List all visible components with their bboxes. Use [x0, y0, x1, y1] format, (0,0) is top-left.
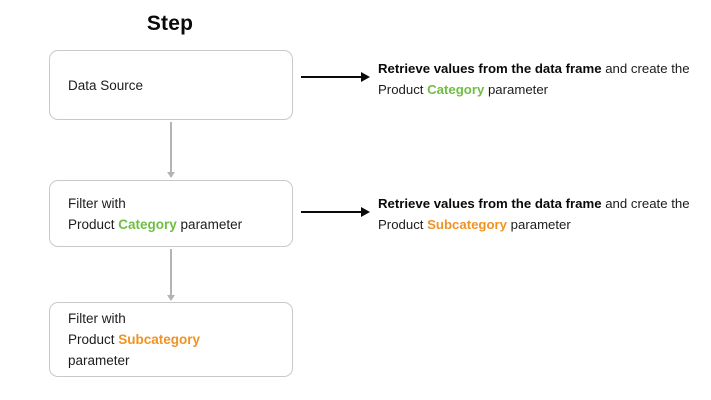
box-line: Product Category parameter — [50, 214, 292, 235]
flow-box-data-source[interactable]: Data Source — [49, 50, 293, 120]
box-line: Filter with — [50, 308, 292, 329]
flow-box-filter-category[interactable]: Filter with Product Category parameter — [49, 180, 293, 247]
box-line: Product Subcategory — [50, 329, 292, 350]
keyword-category: Category — [427, 82, 485, 97]
annotation-tail: parameter — [507, 217, 571, 232]
annotation-mid: and create the Product — [378, 61, 690, 97]
connector-line — [170, 122, 172, 172]
arrow-right-1 — [301, 71, 372, 83]
annotation-strong: Retrieve values from the data frame — [378, 196, 602, 211]
box-text-prefix: Product — [68, 332, 119, 347]
connector-arrow-down-1 — [165, 122, 177, 178]
annotation-subcategory: Retrieve values from the data frame and … — [378, 193, 708, 235]
flow-box-filter-subcategory[interactable]: Filter with Product Subcategory paramete… — [49, 302, 293, 377]
box-line: Data Source — [50, 75, 292, 96]
annotation-mid: and create the Product — [378, 196, 690, 232]
box-text: Filter with — [68, 311, 126, 326]
annotation-tail: parameter — [484, 82, 549, 97]
keyword-subcategory: Subcategory — [118, 332, 201, 347]
keyword-category: Category — [118, 216, 177, 232]
arrowhead-right-icon — [361, 206, 370, 217]
box-text: Filter with — [68, 195, 126, 211]
arrowhead-right-icon — [361, 71, 370, 82]
annotation-category: Retrieve values from the data frame and … — [378, 58, 708, 100]
box-line: Filter with — [50, 193, 292, 214]
page-title: Step — [146, 12, 194, 35]
connector-arrow-down-2 — [165, 249, 177, 301]
annotation-strong: Retrieve values from the data frame — [378, 61, 602, 76]
arrow-line — [301, 75, 363, 78]
keyword-subcategory: Subcategory — [427, 217, 508, 232]
box-text-suffix: parameter — [176, 216, 243, 232]
box-text-prefix: Product — [68, 216, 119, 232]
arrow-line — [301, 210, 363, 213]
box-line: parameter — [50, 350, 292, 371]
arrowhead-down-icon — [166, 295, 175, 301]
arrow-right-2 — [301, 206, 372, 218]
box-text: parameter — [68, 353, 130, 368]
connector-line — [170, 249, 172, 295]
arrowhead-down-icon — [166, 172, 175, 178]
box-text: Data Source — [68, 77, 144, 93]
